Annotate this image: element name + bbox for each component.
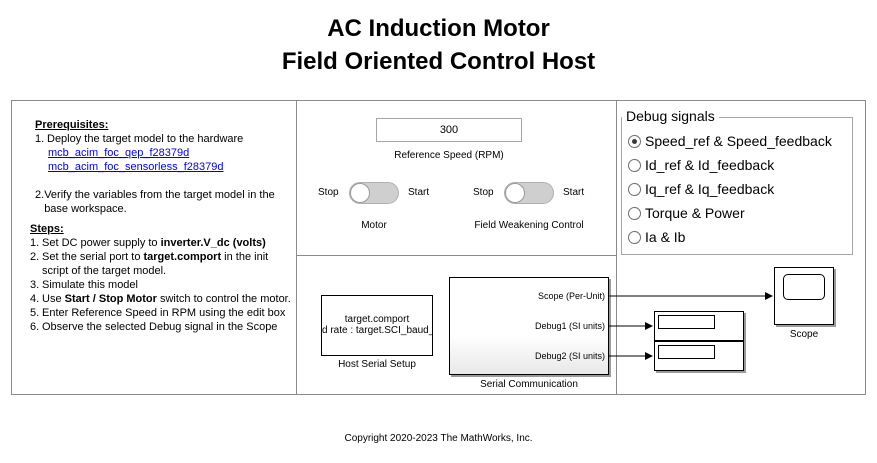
reference-speed-input[interactable]: 300	[376, 118, 522, 142]
divider-middle	[296, 255, 617, 256]
prereq-item-1-text: Deploy the target model to the hardware	[47, 133, 244, 145]
title-line-2: Field Oriented Control Host	[281, 48, 596, 75]
reference-speed-label: Reference Speed (RPM)	[394, 150, 504, 161]
prereq-item-2-text: Verify the variables from the target mod…	[44, 189, 275, 215]
step-6: 6.Observe the selected Debug signal in t…	[30, 321, 278, 333]
host-serial-baud: d rate : target.SCI_baud_	[322, 325, 433, 336]
step-3: 3.Simulate this model	[30, 279, 138, 291]
prereq-item-2: 2. Verify the variables from the target …	[35, 188, 292, 216]
host-serial-comport: target.comport	[344, 314, 410, 325]
main-panel	[11, 100, 866, 395]
scope-caption: Scope	[789, 329, 819, 340]
debug1-display-value	[658, 315, 715, 329]
divider-right	[616, 100, 617, 395]
port-debug2: Debug2 (SI units)	[534, 351, 605, 361]
radio-icon[interactable]	[628, 182, 641, 196]
radio-icon[interactable]	[628, 230, 641, 244]
scope-screen-icon	[783, 274, 825, 300]
radio-icon[interactable]	[628, 158, 641, 172]
steps-list: 1.Set DC power supply to inverter.V_dc (…	[30, 236, 292, 334]
host-serial-caption: Host Serial Setup	[338, 359, 416, 370]
debug-option-iaib[interactable]: Ia & Ib	[628, 225, 832, 249]
debug-option-iq[interactable]: Iq_ref & Iq_feedback	[628, 177, 832, 201]
debug-signals-group	[621, 117, 853, 255]
radio-selected-icon[interactable]	[628, 134, 641, 148]
field-weakening-label: Field Weakening Control	[474, 220, 584, 231]
fw-stop-label: Stop	[473, 187, 494, 198]
fw-start-label: Start	[563, 187, 585, 198]
fw-toggle-knob	[505, 183, 525, 203]
motor-toggle-knob	[350, 183, 370, 203]
port-debug1: Debug1 (SI units)	[534, 321, 605, 331]
divider-left	[296, 100, 297, 395]
step-4: 4.Use Start / Stop Motor switch to contr…	[30, 293, 291, 305]
step-2: 2.Set the serial port to target.comport …	[30, 251, 269, 277]
motor-label: Motor	[361, 220, 387, 231]
debug1-display-block[interactable]	[654, 311, 744, 341]
debug-radio-list: Speed_ref & Speed_feedback Id_ref & Id_f…	[628, 129, 832, 249]
motor-stop-label: Stop	[318, 187, 339, 198]
field-weakening-toggle[interactable]	[504, 182, 554, 204]
debug-option-id[interactable]: Id_ref & Id_feedback	[628, 153, 832, 177]
title-line-1: AC Induction Motor	[327, 15, 550, 42]
debug2-display-value	[658, 345, 715, 359]
port-scope: Scope (Per-Unit)	[537, 291, 605, 301]
debug-option-torque[interactable]: Torque & Power	[628, 201, 832, 225]
motor-start-label: Start	[408, 187, 430, 198]
prerequisites-heading: Prerequisites:	[35, 119, 109, 131]
instructions-panel: Prerequisites: 1. Deploy the target mode…	[30, 118, 292, 334]
copyright-text: Copyright 2020-2023 The MathWorks, Inc.	[344, 433, 533, 444]
step-1: 1.Set DC power supply to inverter.V_dc (…	[30, 237, 266, 249]
motor-toggle[interactable]	[349, 182, 399, 204]
scope-block[interactable]	[774, 267, 834, 325]
serial-communication-block[interactable]: Scope (Per-Unit) Debug1 (SI units) Debug…	[449, 277, 609, 375]
debug2-display-block[interactable]	[654, 341, 744, 371]
radio-icon[interactable]	[628, 206, 641, 220]
debug-signals-legend: Debug signals	[622, 108, 719, 124]
steps-heading: Steps:	[30, 223, 64, 235]
prereq-item-1: 1. Deploy the target model to the hardwa…	[35, 133, 244, 145]
host-serial-setup-block[interactable]: target.comport d rate : target.SCI_baud_	[321, 295, 433, 356]
link-qep-model[interactable]: mcb_acim_foc_qep_f28379d	[48, 147, 190, 159]
debug-option-speed[interactable]: Speed_ref & Speed_feedback	[628, 129, 832, 153]
serial-communication-caption: Serial Communication	[480, 379, 578, 390]
step-5: 5.Enter Reference Speed in RPM using the…	[30, 307, 286, 319]
link-sensorless-model[interactable]: mcb_acim_foc_sensorless_f28379d	[48, 161, 224, 173]
